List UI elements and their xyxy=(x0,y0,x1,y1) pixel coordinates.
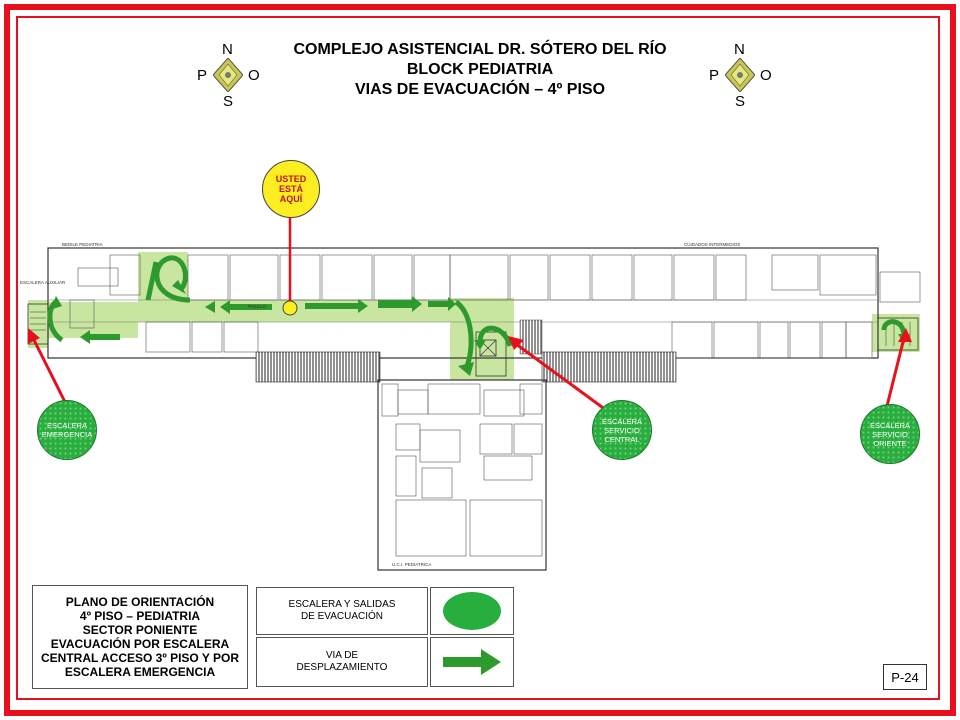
legend-line-2: 4º PISO – PEDIATRIA xyxy=(79,609,201,623)
compass-right: N P O S xyxy=(705,42,775,112)
title-line-1: COMPLEJO ASISTENCIAL DR. SÓTERO DEL RÍO xyxy=(293,41,667,58)
south-wing-rooms xyxy=(381,383,543,557)
label-pasillo: PASILLO xyxy=(248,304,267,309)
legend-line-1: PLANO DE ORIENTACIÓN xyxy=(65,595,215,609)
legend-route-line-1: VIA DE xyxy=(325,650,359,661)
stair-emergencia-line-2: EMERGENCIA xyxy=(41,430,93,439)
compass-n: N xyxy=(222,41,233,58)
compass-o: O xyxy=(248,67,260,84)
route-arrow-east-2 xyxy=(305,299,368,313)
pointer-stair-west xyxy=(32,339,68,405)
stair-central-line-3: CENTRAL xyxy=(604,434,640,444)
legend-stairs-line-1: ESCALERA Y SALIDAS xyxy=(288,599,396,610)
label-cuidados: CUIDADOS INTERMEDIOS xyxy=(684,242,740,247)
hatched-strip-west xyxy=(255,351,381,383)
label-uci: U.C.I. PEDIATRICA xyxy=(392,562,431,567)
compass-o: O xyxy=(760,67,772,84)
legend-stairs-line-2: DE EVACUACIÓN xyxy=(300,611,384,622)
route-arrow-east-3 xyxy=(428,297,456,311)
you-are-here-marker xyxy=(282,300,298,316)
route-curve-central-stair xyxy=(477,325,513,347)
stair-badge-central: ESCALERA SERVICIO CENTRAL xyxy=(592,400,652,460)
pointer-stair-east xyxy=(884,337,906,411)
label-escalera-aux: ESCALERA AUXILIAR xyxy=(20,280,66,285)
route-arrowhead-west xyxy=(205,301,215,313)
highlight-west-wing xyxy=(46,302,138,338)
compass-s: S xyxy=(735,93,746,110)
compass-s: S xyxy=(223,93,234,110)
route-loop-west xyxy=(154,255,191,303)
north-rooms xyxy=(77,254,921,303)
you-are-here-line-3: AQUÍ xyxy=(279,194,303,204)
compass-p: P xyxy=(709,67,720,84)
route-arrow-west-2 xyxy=(80,330,120,344)
legend-description: PLANO DE ORIENTACIÓN 4º PISO – PEDIATRIA… xyxy=(32,585,248,689)
evacuation-route xyxy=(80,296,456,344)
legend-route-line-2: DESPLAZAMIENTO xyxy=(296,662,388,673)
stair-oriente-line-2: SERVICIO xyxy=(872,429,908,439)
you-are-here-line-2: ESTÁ xyxy=(278,184,303,194)
inner-frame xyxy=(16,16,940,700)
legend-line-5: CENTRAL ACCESO 3º PISO Y POR xyxy=(41,651,239,665)
page-number: P-24 xyxy=(883,664,927,690)
compass-n: N xyxy=(734,41,745,58)
stair-oriente-line-1: ESCALERA xyxy=(869,420,911,430)
pointer-stair-central xyxy=(515,342,607,412)
route-curve-central xyxy=(454,299,474,370)
south-rooms xyxy=(69,299,873,359)
compass-rose-icon xyxy=(213,58,243,92)
title-line-2: BLOCK PEDIATRIA xyxy=(406,61,554,78)
stair-west xyxy=(27,303,49,345)
stair-badge-oriente: ESCALERA SERVICIO ORIENTE xyxy=(860,404,920,464)
route-arrow-east-1 xyxy=(378,296,422,312)
compass-p: P xyxy=(197,67,208,84)
legend-stairs-label: ESCALERA Y SALIDAS DE EVACUACIÓN xyxy=(256,587,428,635)
stair-oriente-line-3: ORIENTE xyxy=(873,438,907,448)
stair-emergencia-line-1: ESCALERA xyxy=(46,421,88,430)
main-wing-outline xyxy=(47,247,879,359)
stair-central-line-1: ESCALERA xyxy=(601,416,643,426)
legend-line-4: EVACUACIÓN POR ESCALERA xyxy=(50,637,230,651)
south-wing-outline xyxy=(377,379,547,571)
you-are-here-line-1: USTED xyxy=(275,174,307,184)
legend-route-symbol xyxy=(430,637,514,687)
hatched-strip-east xyxy=(541,351,677,383)
compass-left: N P O S xyxy=(193,42,263,112)
legend-route-label: VIA DE DESPLAZAMIENTO xyxy=(256,637,428,687)
legend-line-6: ESCALERA EMERGENCIA xyxy=(64,665,216,679)
legend-line-3: SECTOR PONIENTE xyxy=(82,623,198,637)
legend-stairs-symbol xyxy=(430,587,514,635)
green-oval-icon xyxy=(443,592,501,630)
route-curve-east-stair xyxy=(881,319,907,337)
legend: PLANO DE ORIENTACIÓN 4º PISO – PEDIATRIA… xyxy=(32,585,514,689)
title-line-3: VIAS DE EVACUACIÓN – 4º PISO xyxy=(354,81,606,98)
green-arrow-icon xyxy=(443,649,501,675)
you-are-here-badge: USTED ESTÁ AQUÍ xyxy=(262,160,320,218)
route-arrow-west-1 xyxy=(220,300,272,314)
compass-rose-icon xyxy=(725,58,755,92)
stair-central-line-2: SERVICIO xyxy=(604,425,640,435)
stair-badge-emergencia: ESCALERA EMERGENCIA xyxy=(37,400,97,460)
page-title: COMPLEJO ASISTENCIAL DR. SÓTERO DEL RÍO … xyxy=(250,40,710,100)
label-bedile: BEDILE PEDIATRIA xyxy=(62,242,103,247)
